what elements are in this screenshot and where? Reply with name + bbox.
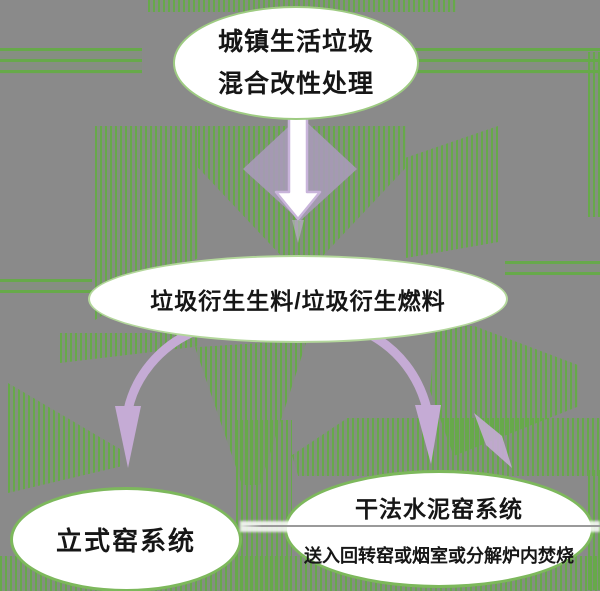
down-arrow-icon	[274, 113, 322, 221]
curved-arrow-left-icon	[123, 327, 195, 412]
node-bottom-left-label: 立式窑系统	[55, 526, 196, 556]
node-vertical-kiln: 立式窑系统	[10, 487, 242, 591]
noise-patch	[410, 48, 600, 74]
divider-line	[240, 525, 600, 527]
down-arrow-tail	[292, 220, 304, 243]
noise-patch	[292, 418, 600, 476]
node-bottom-right-subtitle: 送入回转窑或烟室或分解炉内焚烧	[304, 546, 574, 566]
noise-patch	[0, 48, 142, 74]
node-mixed-treatment: 城镇生活垃圾 混合改性处理	[173, 6, 419, 120]
node-middle-label: 垃圾衍生生料/垃圾衍生燃料	[150, 288, 446, 314]
node-bottom-right-title: 干法水泥窑系统	[355, 496, 523, 522]
node-top-line1: 城镇生活垃圾	[217, 28, 374, 56]
curved-arrow-right-icon	[364, 328, 432, 411]
noise-patch	[505, 261, 600, 275]
node-top-line2: 混合改性处理	[217, 70, 374, 98]
curved-arrow-right-head	[415, 405, 441, 464]
curved-arrow-left-head	[115, 406, 141, 468]
noise-patch	[588, 52, 600, 217]
arrow-fragment	[474, 413, 512, 468]
node-derived-fuel: 垃圾衍生生料/垃圾衍生燃料	[88, 255, 508, 343]
noise-patch	[0, 279, 92, 293]
